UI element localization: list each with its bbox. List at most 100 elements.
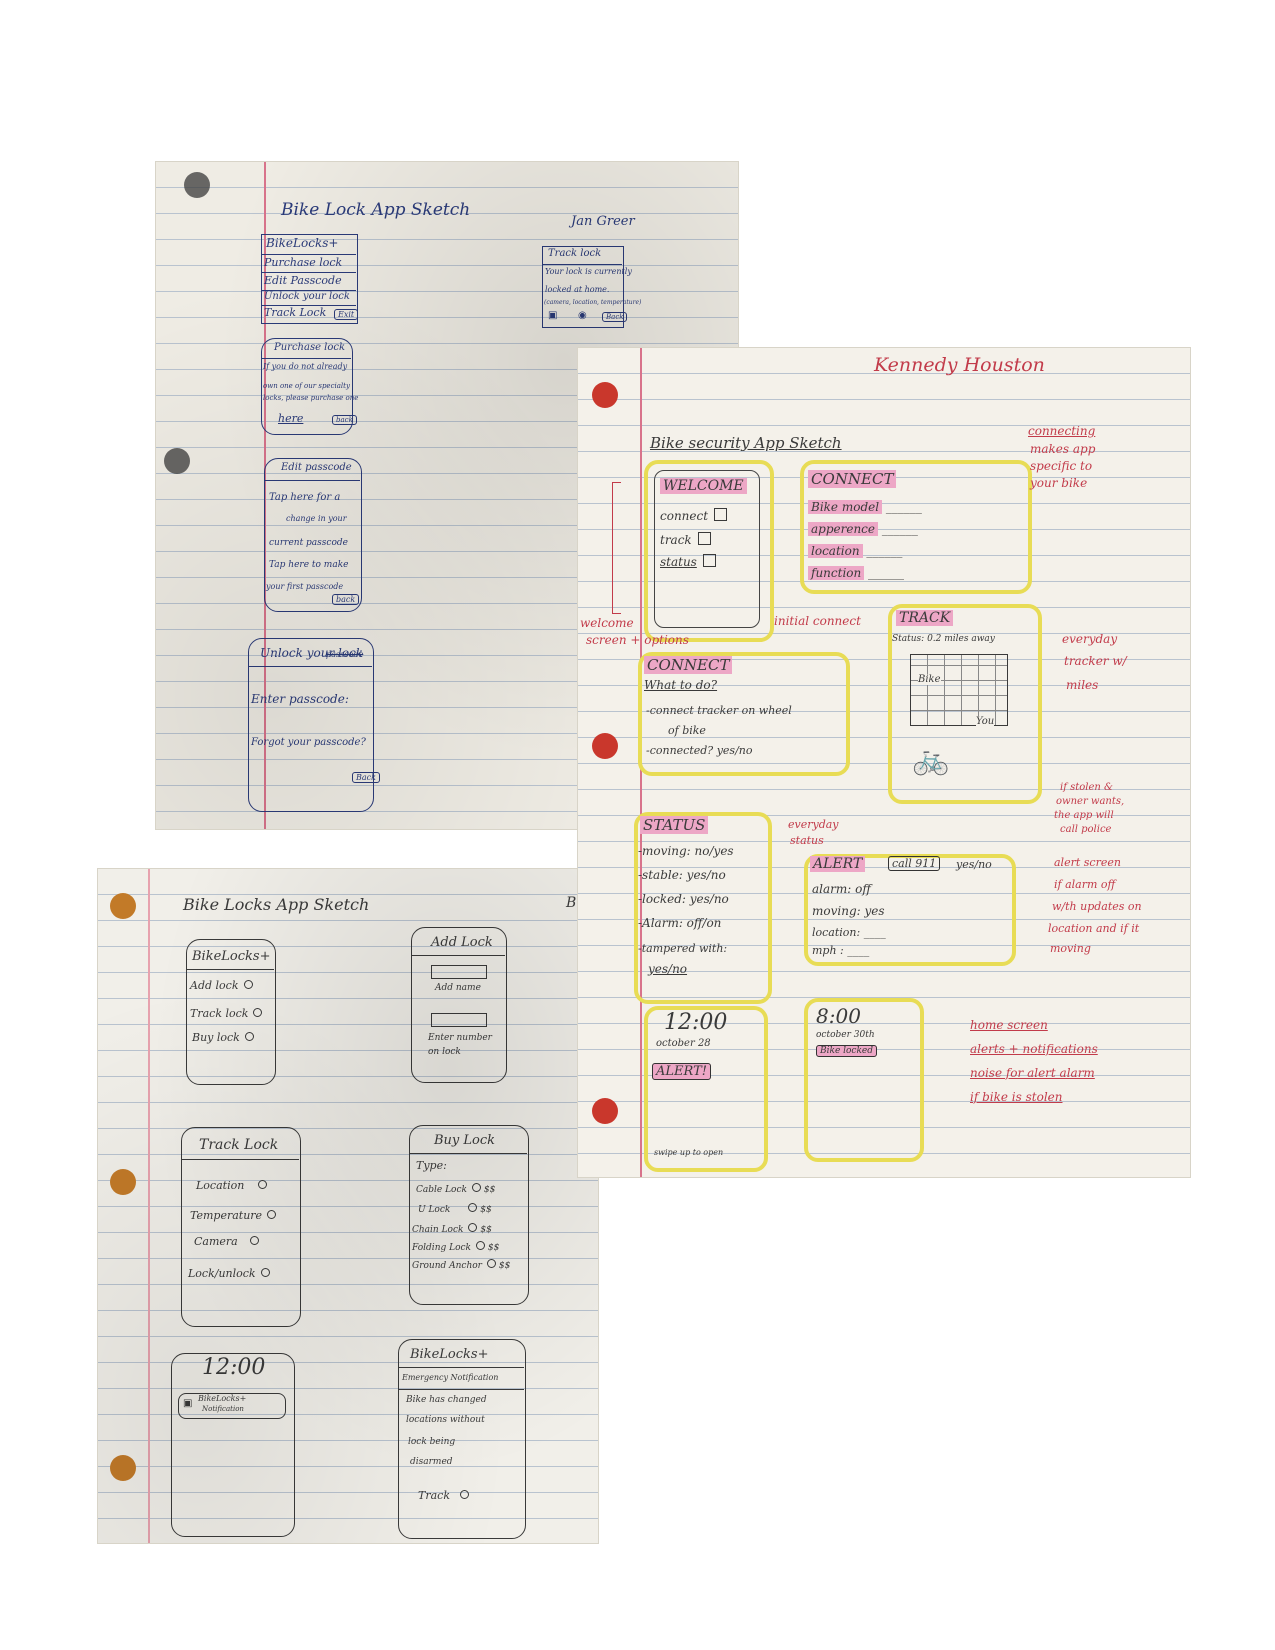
status-line: -moving: no/yes (638, 844, 734, 858)
screen-title: Buy Lock (434, 1133, 496, 1148)
exit-button: Exit (334, 309, 359, 320)
lock-type-option: Cable Lock $$ (416, 1183, 495, 1195)
track-lock-line: Your lock is currently (545, 267, 632, 276)
notification-sub: Notification (202, 1405, 244, 1413)
binder-hole (110, 893, 136, 919)
location-pin-icon: ◉ (578, 310, 587, 321)
screen-title-text: CONNECT (808, 470, 897, 488)
alert-line: mph : ____ (812, 944, 870, 957)
annotation: screen + options (586, 633, 689, 647)
margin-line (148, 869, 150, 1543)
annotation: home screen (970, 1018, 1048, 1032)
name-input (431, 965, 487, 979)
welcome-option-label: track (660, 533, 692, 547)
lock-type-label: Folding Lock (412, 1243, 471, 1253)
emergency-line: Bike has changed (406, 1395, 487, 1405)
forgot-passcode-link: Forgot your passcode? (251, 737, 366, 748)
price-label: $$ (498, 1261, 511, 1271)
connect-field-label: location (808, 544, 863, 558)
divider (398, 1367, 524, 1368)
annotation: alerts + notifications (970, 1042, 1098, 1056)
connect-field-label: Bike model (808, 500, 883, 514)
alert-banner-text: ALERT! (652, 1063, 711, 1080)
annotation: status (790, 834, 824, 847)
welcome-option-label: status (660, 555, 697, 569)
track-option: Location (196, 1179, 268, 1192)
annotation: moving (1050, 942, 1091, 955)
connect-field-label: function (808, 566, 865, 580)
status-line: -locked: yes/no (638, 892, 729, 906)
bracket (612, 482, 621, 614)
menu-item-label: Buy lock (192, 1031, 240, 1044)
menu-item: Track Lock (264, 306, 327, 319)
lock-type-option: Ground Anchor $$ (412, 1259, 510, 1271)
divider (261, 254, 356, 255)
screen-title: BikeLocks+ (192, 949, 271, 964)
binder-hole (592, 382, 618, 408)
emergency-heading: Emergency Notification (402, 1373, 499, 1382)
screen-title: WELCOME (660, 478, 747, 494)
screen-title: CONNECT (808, 470, 897, 488)
annotation: if stolen & (1060, 782, 1113, 793)
sheet-title: Bike Lock App Sketch (281, 200, 471, 220)
edit-passcode-screen (264, 458, 362, 612)
bike-marker: Bike (918, 674, 941, 685)
input-label: on lock (428, 1047, 461, 1057)
track-option-label: Camera (194, 1235, 238, 1248)
divider (181, 1159, 299, 1160)
lock-type-label: Chain Lock (412, 1225, 464, 1235)
edit-line: your first passcode (266, 582, 344, 591)
emergency-line: disarmed (410, 1457, 453, 1467)
bicycle-icon: 🚲 (912, 742, 950, 777)
connect-field: function ______ (808, 566, 904, 580)
edit-line: change in your (286, 514, 347, 523)
struck-word: passcode (326, 650, 364, 659)
track-option: Camera (194, 1235, 259, 1248)
binder-hole (184, 172, 210, 198)
screen-title: CONNECT (644, 656, 733, 674)
notification-banner (178, 1393, 286, 1419)
binder-hole (110, 1455, 136, 1481)
edit-line: Tap here for a (269, 492, 341, 503)
menu-item: BikeLocks+ (266, 236, 339, 250)
back-button: Back (602, 312, 628, 322)
lock-type-option: Chain Lock $$ (412, 1223, 492, 1235)
divider (261, 272, 356, 273)
connect-field: Bike model ______ (808, 500, 922, 514)
passcode-field-label: Enter passcode: (251, 692, 349, 706)
annotation: noise for alert alarm (970, 1066, 1095, 1080)
price-label: $$ (480, 1205, 492, 1215)
menu-item: Unlock your lock (264, 291, 350, 302)
menu-item: Edit Passcode (264, 274, 342, 287)
welcome-option: connect (660, 508, 728, 523)
author-name: Kennedy Houston (874, 354, 1045, 376)
divider (411, 955, 505, 956)
annotation: initial connect (774, 614, 861, 628)
sketch-sheet-kennedy: Kennedy Houston Bike security App Sketch… (577, 347, 1191, 1178)
price-label: $$ (487, 1243, 500, 1253)
alert-line: alarm: off (812, 882, 871, 896)
add-lock-screen (411, 927, 507, 1083)
track-option: Temperature (190, 1209, 277, 1222)
clock-date: october 28 (656, 1038, 711, 1049)
screen-title-text: WELCOME (660, 478, 747, 494)
alert-banner: ALERT! (652, 1063, 711, 1080)
sketch-sheet-brax: Bike Locks App Sketch Brax BikeLocks+ Ad… (97, 868, 599, 1544)
status-line: -Alarm: off/on (638, 916, 722, 930)
track-lock-screen (181, 1127, 301, 1327)
call-confirm: yes/no (956, 858, 992, 871)
menu-item: Add lock (190, 979, 253, 992)
annotation: miles (1066, 678, 1099, 692)
question-label: What to do? (644, 678, 718, 692)
status-line: -stable: yes/no (638, 868, 726, 882)
binder-hole (592, 1098, 618, 1124)
you-marker: You (976, 716, 995, 727)
camera-icon: ▣ (548, 310, 558, 321)
app-icon: ▣ (183, 1398, 193, 1409)
status-line: yes/no (648, 962, 688, 976)
menu-item: Purchase lock (264, 256, 343, 269)
connect-field-label: apperence (808, 522, 879, 536)
menu-screen (261, 234, 358, 324)
lockscreen-screen (171, 1353, 295, 1537)
lock-type-option: Folding Lock $$ (412, 1241, 499, 1253)
